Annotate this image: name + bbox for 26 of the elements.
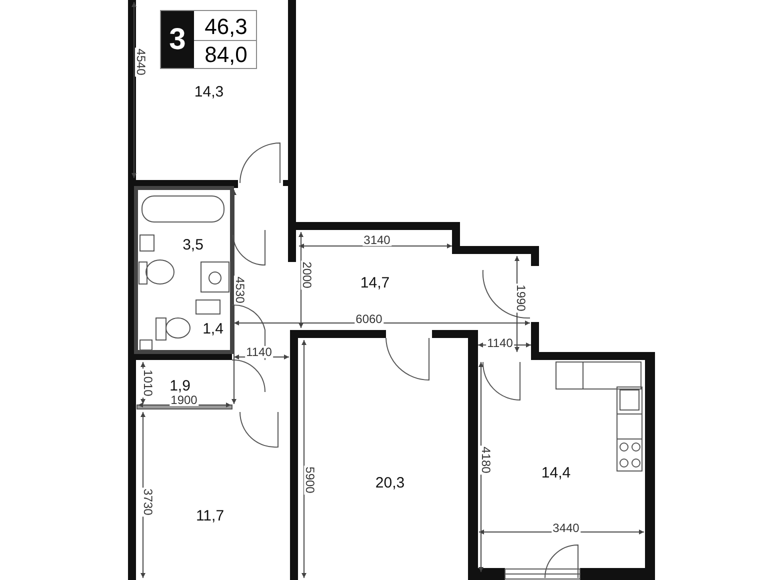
dimension-label: 3440: [552, 522, 580, 534]
dimension-label: 1010: [142, 368, 154, 398]
total-area: 84,0: [197, 44, 255, 66]
dimension-label: 4540: [135, 48, 147, 76]
room-area-label: 1,9: [170, 378, 190, 394]
dimension-label: 1990: [515, 284, 527, 312]
room-area-label: 14,4: [541, 466, 571, 480]
room-count: 3: [161, 11, 194, 68]
dimension-label: 4180: [480, 446, 492, 474]
dimension-label: 1140: [245, 346, 273, 358]
room-area-label: 20,3: [375, 476, 405, 490]
room-area-label: 14,7: [360, 276, 390, 290]
dimension-label: 4530: [234, 276, 246, 304]
room-area-label: 11,7: [196, 508, 224, 524]
living-area: 46,3: [197, 16, 255, 38]
dimension-label: 5900: [304, 466, 316, 494]
room-area-label: 14,3: [194, 84, 224, 100]
dimension-label: 6060: [354, 313, 384, 325]
dimension-label: 1140: [486, 337, 514, 349]
room-area-label: 3,5: [182, 238, 204, 252]
room-area-label: 1,4: [202, 322, 224, 336]
apartment-info-box: [160, 10, 257, 69]
dimension-label: 2000: [301, 260, 313, 290]
dimension-label: 1900: [170, 394, 198, 406]
dimension-label: 3730: [142, 488, 154, 516]
dimension-label: 3140: [362, 234, 392, 246]
